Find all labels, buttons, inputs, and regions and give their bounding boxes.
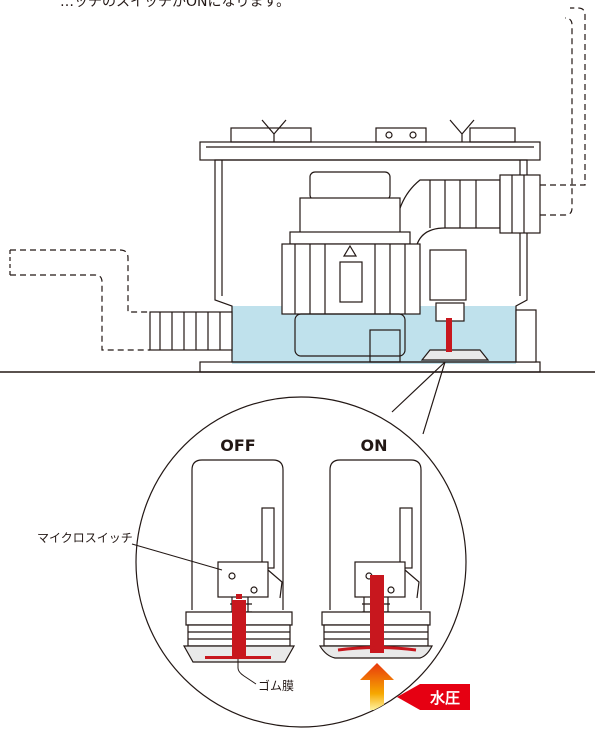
on-rod: [370, 575, 384, 653]
detail-callout: [135, 361, 467, 728]
magnifier-circle: [135, 396, 467, 728]
motor-assembly: [281, 171, 421, 363]
inlet-pipe-dashed: [10, 249, 150, 313]
on-membrane: [337, 646, 417, 652]
water-pressure-label: 水圧: [430, 689, 460, 707]
off-switch-detail: [182, 459, 296, 663]
switch-detail: [182, 459, 433, 710]
off-membrane: [205, 656, 271, 659]
inlet-coupling: [149, 311, 233, 351]
rubber-membrane-leader: [237, 659, 257, 685]
callout-wedge: [391, 361, 446, 435]
rubber-membrane-label: ゴム膜: [258, 678, 294, 693]
micro-switch-leader: [131, 543, 223, 571]
on-label: ON: [361, 436, 388, 455]
water-pressure-arrow: [360, 663, 394, 710]
off-label: OFF: [220, 436, 255, 455]
water-pressure-badge: [397, 684, 470, 710]
on-switch-detail: [318, 459, 433, 659]
tank-lid: [199, 141, 541, 161]
off-rod: [232, 600, 246, 656]
top-caption: …ッチのスイッチがONになります。: [60, 0, 290, 10]
micro-switch-label: マイクロスイッチ: [37, 531, 133, 545]
pump-unit-illustration: [0, 7, 595, 373]
small-switch-mechanism: [420, 249, 490, 361]
outlet-pipe-dashed: [540, 7, 586, 186]
